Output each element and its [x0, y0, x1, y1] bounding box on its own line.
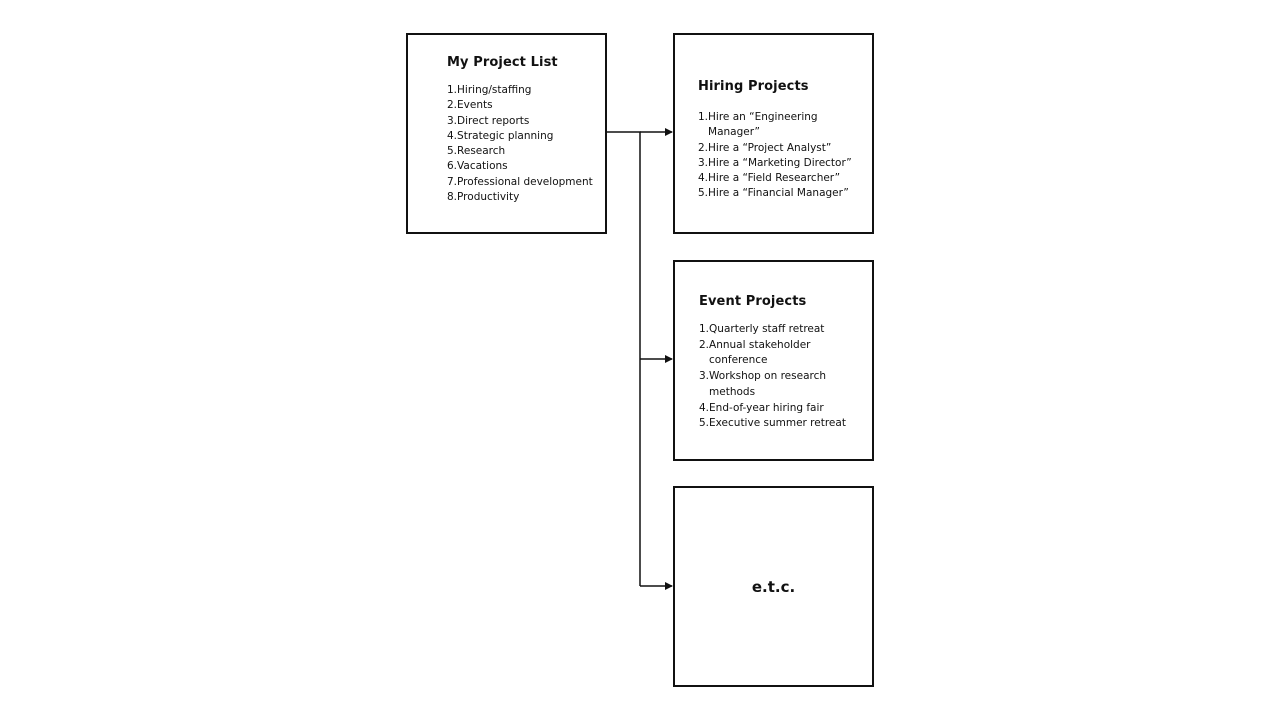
list-item: 4.Strategic planning [447, 129, 602, 144]
list-item-text: Annual stakeholder conference [709, 338, 811, 367]
etc-box: e.t.c. [673, 486, 874, 687]
list-item-number: 5. [447, 145, 458, 158]
list-item-number: 3. [447, 114, 458, 127]
list-item-text: Productivity [457, 191, 520, 204]
list-item-number: 1. [447, 84, 458, 96]
list-item-number: 7. [447, 175, 458, 188]
list-item-number: 1. [699, 323, 710, 335]
list-item-text: Hire a “Project Analyst” [708, 141, 832, 154]
list-item-text: Executive summer retreat [709, 417, 846, 430]
event-projects-title: Event Projects [699, 294, 807, 309]
list-item-text: Research [457, 145, 506, 158]
list-item: 5.Hire a “Financial Manager” [698, 186, 868, 201]
list-item-number: 3. [699, 370, 710, 383]
project-list-items: 1.Hiring/staffing 2.Events 3.Direct repo… [447, 83, 602, 205]
etc-label: e.t.c. [751, 578, 796, 596]
list-item-text: Hire an “Engineering Manager” [708, 111, 818, 139]
list-item-text: Vacations [457, 160, 508, 173]
list-item: 2.Events [447, 98, 602, 113]
list-item-number: 4. [698, 172, 709, 185]
list-item-text: End-of-year hiring fair [709, 401, 824, 414]
list-item: 7.Professional development [447, 175, 602, 190]
list-item-text: Direct reports [457, 114, 530, 127]
list-item-text: Hiring/staffing [457, 84, 532, 96]
list-item-number: 5. [698, 187, 709, 200]
list-item: 4.Hire a “Field Researcher” [698, 171, 868, 186]
event-projects-box: Event Projects 1.Quarterly staff retreat… [673, 260, 874, 461]
hiring-projects-title: Hiring Projects [698, 79, 809, 94]
list-item-number: 5. [699, 417, 710, 430]
hiring-projects-box: Hiring Projects 1.Hire an “Engineering M… [673, 33, 874, 234]
project-list-title: My Project List [447, 55, 558, 70]
list-item: 8.Productivity [447, 190, 602, 205]
list-item-number: 2. [699, 338, 710, 351]
list-item: 1.Quarterly staff retreat [699, 322, 869, 338]
list-item: 3.Workshop on research methods [699, 369, 869, 400]
connector-trunk [607, 131, 641, 586]
list-item: 5.Research [447, 144, 602, 159]
list-item: 5.Executive summer retreat [699, 416, 869, 432]
list-item-number: 2. [698, 141, 709, 154]
hiring-projects-items: 1.Hire an “Engineering Manager” 2.Hire a… [698, 110, 868, 202]
list-item-text: Workshop on research methods [709, 370, 827, 398]
list-item: 1.Hiring/staffing [447, 83, 602, 98]
list-item-text: Hire a “Financial Manager” [708, 187, 849, 200]
list-item: 1.Hire an “Engineering Manager” [698, 110, 868, 141]
list-item: 2.Annual stakeholder conference [699, 338, 869, 369]
list-item-number: 4. [447, 129, 458, 142]
list-item: 3.Direct reports [447, 114, 602, 129]
list-item-number: 1. [698, 111, 709, 123]
list-item-text: Professional development [457, 175, 593, 188]
list-item-text: Hire a “Marketing Director” [708, 156, 852, 169]
list-item: 2.Hire a “Project Analyst” [698, 141, 868, 156]
list-item-number: 3. [698, 156, 709, 169]
event-projects-items: 1.Quarterly staff retreat 2.Annual stake… [699, 322, 869, 432]
list-item: 4.End-of-year hiring fair [699, 401, 869, 417]
list-item: 6.Vacations [447, 159, 602, 174]
list-item-number: 6. [447, 160, 458, 173]
list-item-text: Strategic planning [457, 129, 554, 142]
list-item-number: 4. [699, 401, 710, 414]
list-item-number: 8. [447, 191, 458, 204]
list-item-number: 2. [447, 99, 458, 112]
list-item-text: Quarterly staff retreat [709, 323, 825, 335]
project-list-box: My Project List 1.Hiring/staffing 2.Even… [406, 33, 607, 234]
list-item: 3.Hire a “Marketing Director” [698, 156, 868, 171]
list-item-text: Hire a “Field Researcher” [708, 172, 841, 185]
list-item-text: Events [457, 99, 493, 112]
